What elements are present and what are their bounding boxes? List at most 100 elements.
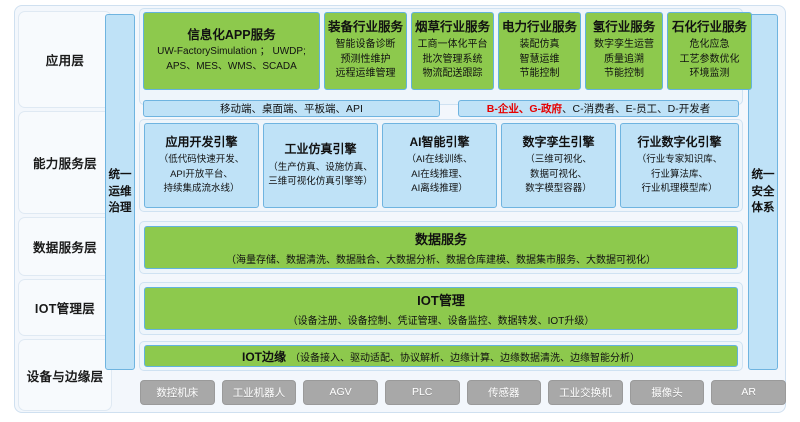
layer-label-edge: 设备与边缘层 xyxy=(18,339,112,411)
engine-title: 行业数字化引擎 xyxy=(637,134,722,149)
card-line: 质量追溯 xyxy=(604,53,644,65)
device-agv[interactable]: AGV xyxy=(303,379,378,405)
device-label: 传感器 xyxy=(488,386,520,399)
device-label: 摄像头 xyxy=(651,386,683,399)
device-camera[interactable]: 摄像头 xyxy=(629,379,705,405)
app-card-informatization[interactable]: 信息化APP服务 UW-FactorySimulation ； UWDP; AP… xyxy=(143,12,320,90)
engine-line: 数字模型容器） xyxy=(525,182,592,194)
band-char: 统一 xyxy=(751,168,775,181)
audience-roles-strip: B-企业、G-政府、C-消费者、E-员工、D-开发者 xyxy=(458,100,739,117)
engine-industrial-simulation[interactable]: 工业仿真引擎 （生产仿真、设施仿真、 三维可视化仿真引擎等） xyxy=(263,123,378,208)
iot-management-subtitle: （设备注册、设备控制、凭证管理、设备监控、数据转发、IOT升级） xyxy=(287,316,595,327)
app-card-petrochemical-industry[interactable]: 石化行业服务 危化应急 工艺参数优化 环境监测 xyxy=(667,12,752,90)
unified-security-system-band: 统一 安全 体系 xyxy=(748,14,778,370)
device-industrial-robot[interactable]: 工业机器人 xyxy=(221,379,297,405)
engine-line: （AI在线训练、 xyxy=(406,154,473,166)
layer-label-application: 应用层 xyxy=(18,11,112,108)
engine-line: API开放平台、 xyxy=(170,168,233,180)
card-line: 智能设备诊断 xyxy=(335,39,396,51)
card-line: 批次管理系统 xyxy=(422,53,483,65)
iot-management-title: IOT管理 xyxy=(417,293,465,308)
layer-label-capability: 能力服务层 xyxy=(18,111,112,214)
iot-edge-title: IOT边缘 xyxy=(242,349,286,364)
engine-title: 工业仿真引擎 xyxy=(284,141,357,156)
card-line: 装配仿真 xyxy=(519,39,560,51)
data-service-block[interactable]: 数据服务 （海量存储、数据清洗、数据融合、大数据分析、数据仓库建模、数据集市服务… xyxy=(144,226,738,269)
device-cnc-machine[interactable]: 数控机床 xyxy=(140,379,215,405)
device-label: 工业机器人 xyxy=(232,386,286,399)
layer-label-column: 应用层 能力服务层 数据服务层 IOT管理层 设备与边缘层 xyxy=(18,8,112,411)
card-line: APS、MES、WMS、SCADA xyxy=(166,60,297,72)
engine-line: （生产仿真、设施仿真、 xyxy=(268,161,373,173)
card-line: 节能控制 xyxy=(519,68,560,80)
device-label: PLC xyxy=(411,386,433,398)
device-ar[interactable]: AR xyxy=(711,379,786,405)
band-char: 治理 xyxy=(108,202,132,215)
audience-rest: 、C-消费者、E-员工、D-开发者 xyxy=(562,103,711,115)
device-industrial-switch[interactable]: 工业交换机 xyxy=(548,379,623,405)
engine-line: （三维可视化、 xyxy=(525,154,592,166)
engine-ai-intelligence[interactable]: AI智能引擎 （AI在线训练、 AI在线推理、 AI离线推理） xyxy=(382,123,497,208)
engine-line: 数据可视化、 xyxy=(529,168,587,180)
device-label: AR xyxy=(741,386,756,398)
band-char: 体系 xyxy=(751,202,775,215)
layer-label-text: 能力服务层 xyxy=(32,157,97,171)
device-sensor[interactable]: 传感器 xyxy=(466,379,542,405)
band-char: 运维 xyxy=(108,185,132,198)
app-card-hydrogen-industry[interactable]: 氢行业服务 数字孪生运营 质量追溯 节能控制 xyxy=(585,12,663,90)
card-line: 节能控制 xyxy=(604,68,644,80)
card-line: 工商一体化平台 xyxy=(417,39,488,51)
layer-label-text: IOT管理层 xyxy=(34,302,96,316)
card-line: 物流配送跟踪 xyxy=(422,68,483,80)
app-card-equipment-industry[interactable]: 装备行业服务 智能设备诊断 预测性维护 远程运维管理 xyxy=(324,12,407,90)
layer-label-iot: IOT管理层 xyxy=(18,279,112,336)
card-line: 远程运维管理 xyxy=(335,68,396,80)
iot-edge-block[interactable]: IOT边缘 （设备接入、驱动适配、协议解析、边缘计算、边缘数据清洗、边缘智能分析… xyxy=(144,345,738,367)
engine-line: 持续集成流水线） xyxy=(163,182,240,194)
data-service-subtitle: （海量存储、数据清洗、数据融合、大数据分析、数据仓库建模、数据集市服务、大数据可… xyxy=(226,255,656,266)
card-line: 预测性维护 xyxy=(340,53,391,65)
engine-line: 行业机理模型库） xyxy=(641,182,718,194)
device-button-row: 数控机床 工业机器人 AGV PLC 传感器 工业交换机 摄像头 AR xyxy=(140,378,786,406)
engine-app-development[interactable]: 应用开发引擎 （低代码快速开发、 API开放平台、 持续集成流水线） xyxy=(144,123,259,208)
card-line: 环境监测 xyxy=(689,68,730,80)
card-title: 氢行业服务 xyxy=(592,20,656,35)
card-title: 电力行业服务 xyxy=(501,20,577,35)
engine-line: （低代码快速开发、 xyxy=(158,154,245,166)
card-line: 工艺参数优化 xyxy=(679,53,740,65)
card-line: UW-FactorySimulation ； UWDP; xyxy=(157,46,306,58)
audience-highlight: B-企业、G-政府 xyxy=(486,103,563,115)
layer-label-data: 数据服务层 xyxy=(18,217,112,276)
card-line: 智慧运维 xyxy=(519,53,560,65)
engine-line: 行业算法库、 xyxy=(650,168,708,180)
card-title: 信息化APP服务 xyxy=(187,27,276,42)
iot-edge-subtitle: （设备接入、驱动适配、协议解析、边缘计算、边缘数据清洗、边缘智能分析） xyxy=(290,352,640,364)
app-card-power-industry[interactable]: 电力行业服务 装配仿真 智慧运维 节能控制 xyxy=(498,12,581,90)
card-line: 危化应急 xyxy=(689,39,730,51)
device-label: AGV xyxy=(329,386,352,398)
band-char: 安全 xyxy=(751,185,775,198)
card-title: 装备行业服务 xyxy=(327,20,403,35)
device-plc[interactable]: PLC xyxy=(384,379,460,405)
band-char: 统一 xyxy=(108,168,132,181)
card-line: 数字孪生运营 xyxy=(594,39,654,51)
engine-line: AI在线推理、 xyxy=(411,168,468,180)
card-title: 烟草行业服务 xyxy=(414,20,490,35)
engine-line: 三维可视化仿真引擎等） xyxy=(268,175,373,187)
engine-title: AI智能引擎 xyxy=(409,134,470,149)
engine-industry-digitalization[interactable]: 行业数字化引擎 （行业专家知识库、 行业算法库、 行业机理模型库） xyxy=(620,123,739,208)
iot-management-block[interactable]: IOT管理 （设备注册、设备控制、凭证管理、设备监控、数据转发、IOT升级） xyxy=(144,287,738,330)
engine-line: （行业专家知识库、 xyxy=(636,154,723,166)
engine-title: 应用开发引擎 xyxy=(165,134,238,149)
card-title: 石化行业服务 xyxy=(671,20,747,35)
device-label: 数控机床 xyxy=(156,386,199,399)
channel-strip-text: 移动端、桌面端、平板端、API xyxy=(220,103,363,115)
unified-operations-governance-band: 统一 运维 治理 xyxy=(105,14,135,370)
data-service-title: 数据服务 xyxy=(414,232,467,247)
layer-label-text: 设备与边缘层 xyxy=(26,369,104,384)
device-label: 工业交换机 xyxy=(559,386,612,399)
engine-digital-twin[interactable]: 数字孪生引擎 （三维可视化、 数据可视化、 数字模型容器） xyxy=(501,123,616,208)
app-card-tobacco-industry[interactable]: 烟草行业服务 工商一体化平台 批次管理系统 物流配送跟踪 xyxy=(411,12,494,90)
layer-label-text: 应用层 xyxy=(45,54,85,68)
